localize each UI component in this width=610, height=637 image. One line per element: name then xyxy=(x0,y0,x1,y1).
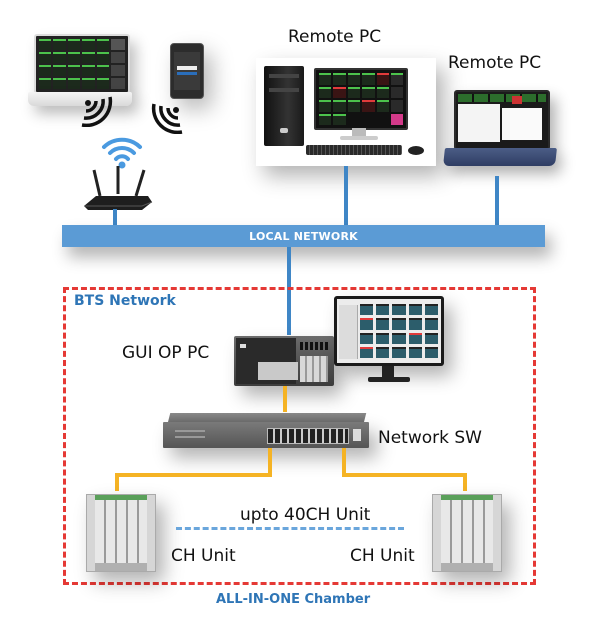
wireless-laptop-screen xyxy=(34,34,130,94)
wifi-signal-icon xyxy=(81,96,113,127)
link-router-network xyxy=(113,209,117,226)
link-network-gui-op-pc xyxy=(287,247,291,335)
link-switch-ch-left-drop xyxy=(115,473,119,491)
range-label: upto 40CH Unit xyxy=(240,505,371,525)
network-switch xyxy=(163,413,369,449)
wireless-laptop-base xyxy=(28,92,132,106)
gui-op-monitor xyxy=(334,296,444,366)
link-switch-ch-left xyxy=(268,448,272,476)
link-switch-ch-left-horizontal xyxy=(115,473,272,477)
all-in-one-chamber-label: ALL-IN-ONE Chamber xyxy=(216,592,371,607)
link-switch-ch-right-horizontal xyxy=(342,473,467,477)
remote-pc-laptop-label: Remote PC xyxy=(448,53,542,73)
switch-ports xyxy=(267,428,349,444)
dashed-link-ch-units xyxy=(176,527,404,530)
desktop-monitor xyxy=(314,68,408,130)
desktop-tower xyxy=(264,66,304,146)
link-switch-ch-right-drop xyxy=(463,473,467,491)
wifi-router xyxy=(84,166,153,210)
remote-pc-laptop xyxy=(443,90,557,172)
mouse xyxy=(408,146,424,155)
network-switch-label: Network SW xyxy=(378,428,482,448)
wifi-icon xyxy=(102,137,142,169)
ch-unit-left-label: CH Unit xyxy=(171,546,236,566)
desktop-monitor-stand xyxy=(352,128,366,136)
remote-pc-desktop xyxy=(256,58,436,166)
local-network-bar: LOCAL NETWORK xyxy=(62,225,545,247)
ch-unit-left xyxy=(86,494,156,572)
smartphone-screen xyxy=(174,52,200,90)
remote-pc-desktop-label: Remote PC xyxy=(288,27,382,47)
bts-network-title: BTS Network xyxy=(74,293,176,309)
smartphone xyxy=(170,43,204,99)
ch-unit-right-label: CH Unit xyxy=(350,546,415,566)
link-remote-laptop-network xyxy=(495,176,499,226)
gui-op-pc-label: GUI OP PC xyxy=(122,343,210,363)
link-remote-desktop-network xyxy=(344,166,348,226)
wireless-laptop xyxy=(28,34,132,110)
gui-op-monitor-stand xyxy=(382,366,394,378)
ch-unit-right xyxy=(432,494,502,572)
link-switch-ch-right xyxy=(342,448,346,476)
gui-op-pc xyxy=(234,336,334,386)
wifi-signal-icon xyxy=(151,103,183,134)
remote-laptop-base xyxy=(443,148,557,166)
link-gui-op-pc-switch xyxy=(283,386,287,412)
remote-laptop-screen xyxy=(454,90,550,150)
local-network-label: LOCAL NETWORK xyxy=(249,229,358,243)
bts-network-group xyxy=(63,287,536,585)
keyboard xyxy=(306,145,402,155)
